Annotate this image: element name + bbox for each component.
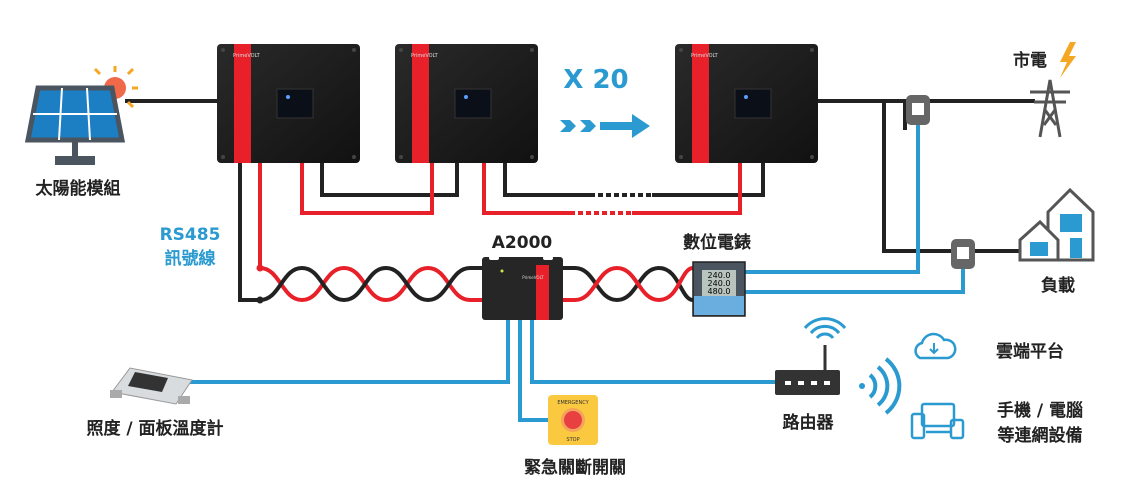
emergency-stop-icon[interactable]: EMERGENCY STOP: [548, 395, 598, 445]
irradiance-sensor-icon: [110, 367, 193, 405]
house-icon: [1018, 187, 1095, 262]
meter-reading: 240.0: [708, 271, 731, 280]
sensor-label: 照度 / 面板溫度計: [86, 418, 223, 439]
signal-wiring: [190, 122, 965, 422]
router-label: 路由器: [783, 412, 835, 433]
solar-panel-icon: [24, 66, 138, 165]
current-sensor-icon: [951, 239, 975, 269]
meter-label: 數位電錶: [683, 232, 751, 253]
meter-icon: 240.0 240.0 480.0: [692, 261, 746, 317]
estop-label: 緊急關斷開關: [524, 457, 626, 478]
controller-device: PrimeVOLT: [482, 256, 563, 320]
solar-label: 太陽能模組: [36, 178, 121, 199]
wifi-icon: [803, 317, 847, 340]
arrow-icon: [560, 114, 650, 138]
current-sensor-icon: [906, 95, 930, 125]
devices-sublabel: 等連網設備: [998, 425, 1083, 446]
sun-icon: [93, 66, 138, 109]
inverter-icon: PrimeVOLT: [216, 43, 361, 164]
inverter-brand: PrimeVOLT: [233, 53, 261, 59]
meter-reading: 480.0: [708, 287, 731, 296]
inverter-brand: PrimeVOLT: [691, 53, 719, 59]
power-tower-icon: [1030, 79, 1070, 138]
estop-top-text: EMERGENCY: [557, 400, 589, 406]
load-label: 負載: [1041, 275, 1075, 296]
controller-label: A2000: [492, 233, 553, 253]
estop-bottom-text: STOP: [566, 437, 579, 443]
devices-icon: [910, 402, 965, 440]
grid-label: 市電: [1013, 50, 1047, 71]
rs485-sublabel: 訊號線: [165, 248, 216, 269]
inverter-icon: PrimeVOLT: [674, 43, 819, 164]
cloud-icon: [914, 332, 957, 360]
multiplier-label: X 20: [563, 65, 628, 95]
meter-reading: 240.0: [708, 279, 731, 288]
inverter-brand: PrimeVOLT: [411, 53, 439, 59]
devices-label: 手機 / 電腦: [997, 400, 1083, 421]
rs485-label: RS485: [160, 225, 221, 245]
inverter-icon: PrimeVOLT: [394, 43, 539, 164]
lightning-icon: [1060, 42, 1076, 78]
cloud-label: 雲端平台: [996, 341, 1064, 362]
controller-brand: PrimeVOLT: [522, 275, 544, 280]
wifi-icon: [859, 357, 902, 415]
router-icon: [775, 317, 847, 395]
